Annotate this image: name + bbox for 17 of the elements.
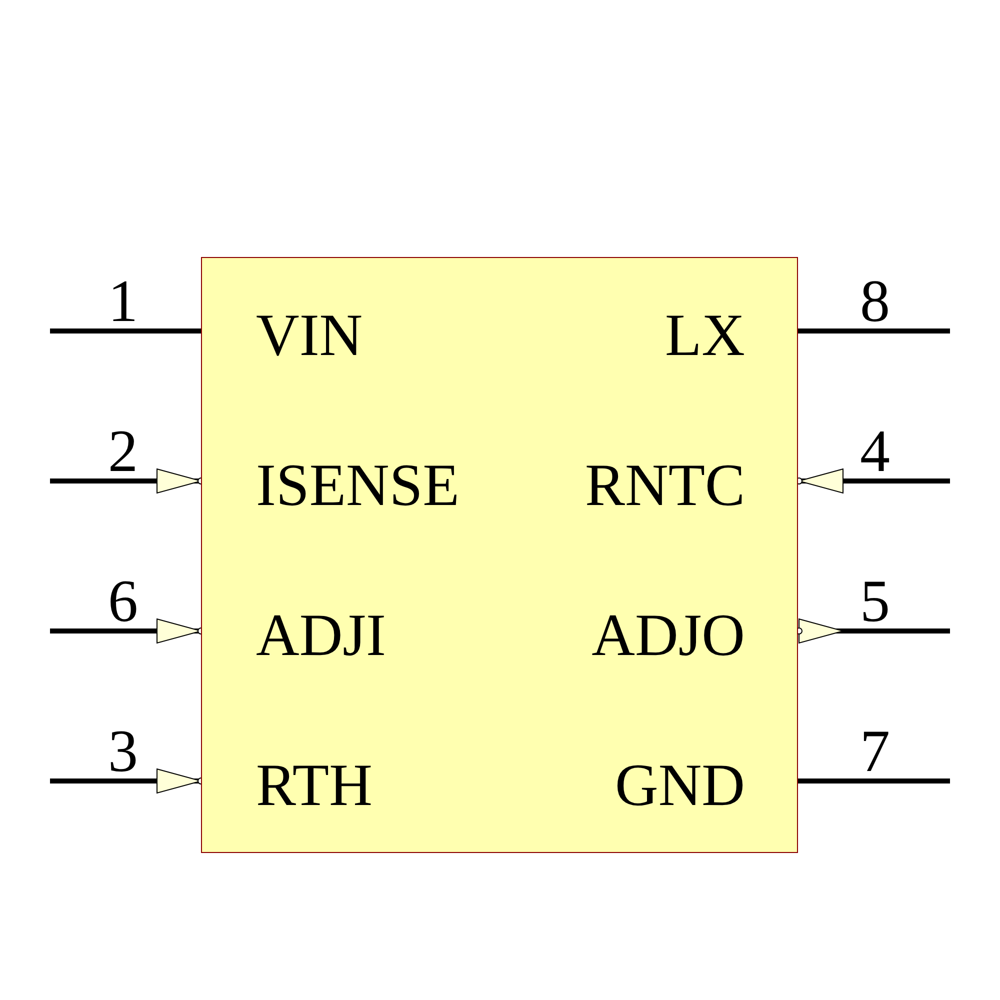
pin-name: VIN — [256, 305, 363, 365]
pin-name: RNTC — [584, 455, 745, 515]
pin-name: GND — [615, 755, 745, 815]
pin-name: ADJI — [256, 605, 386, 665]
pin-number: 1 — [107, 271, 139, 331]
pin-number: 8 — [859, 271, 891, 331]
pin-number: 7 — [859, 721, 891, 781]
pin-name: RTH — [256, 755, 372, 815]
pin-name: LX — [665, 305, 745, 365]
pin-number: 3 — [107, 721, 139, 781]
pin-name: ISENSE — [256, 455, 460, 515]
pin-number: 5 — [859, 571, 891, 631]
pin-number: 4 — [859, 421, 891, 481]
chip-body — [201, 257, 798, 853]
pin-name: ADJO — [592, 605, 745, 665]
pin-number: 6 — [107, 571, 139, 631]
pin-number: 2 — [107, 421, 139, 481]
